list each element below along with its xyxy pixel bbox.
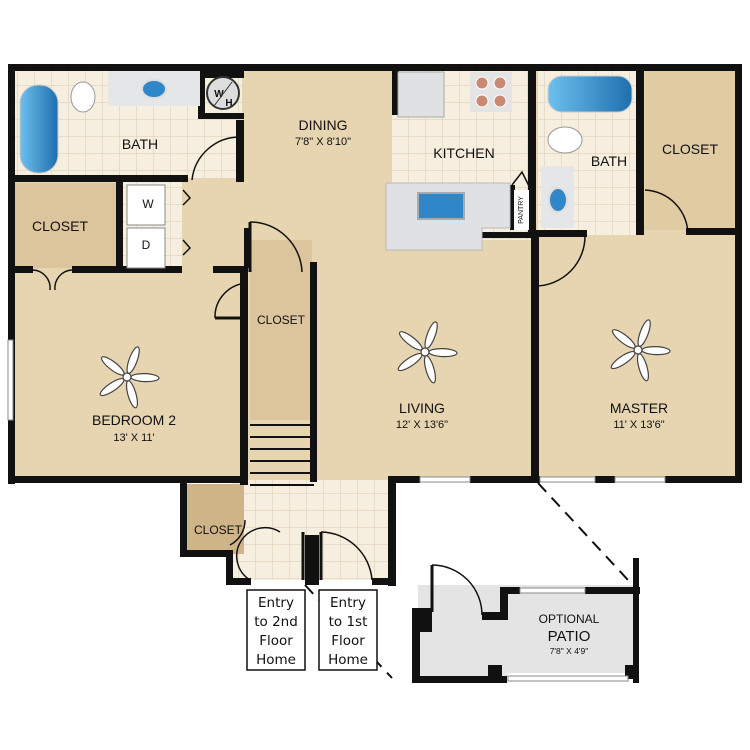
washer-label: W xyxy=(142,197,154,211)
patio-label: PATIO xyxy=(548,628,591,645)
water-heater xyxy=(206,76,240,110)
entry-text: Floor xyxy=(331,633,365,649)
closet-hall-label: CLOSET xyxy=(257,313,306,327)
master-size: 11' X 13'6" xyxy=(613,419,664,431)
bedroom2-label: BEDROOM 2 xyxy=(92,412,176,428)
living-label: LIVING xyxy=(399,400,445,416)
ceiling-fan-icon xyxy=(610,319,671,382)
washer xyxy=(126,184,166,226)
entry-text: Home xyxy=(256,652,296,668)
ceiling-fans xyxy=(99,319,671,409)
bedroom2-size: 13' X 11' xyxy=(113,432,154,444)
dining-size: 7'8" X 8'10" xyxy=(295,136,351,148)
ceiling-fan-icon xyxy=(99,346,160,409)
kitchen-label: KITCHEN xyxy=(433,145,494,161)
patio-optional-label: OPTIONAL xyxy=(539,612,600,626)
closet-entry-floor xyxy=(184,484,244,554)
closet-left-floor xyxy=(12,183,117,268)
master-label: MASTER xyxy=(610,400,668,416)
bathtub-right xyxy=(547,75,633,113)
entry-2nd-floor-sign: Entry to 2nd Floor Home xyxy=(246,589,306,671)
dryer-label: D xyxy=(142,238,151,252)
bath-right-label: BATH xyxy=(591,153,627,169)
doors xyxy=(32,133,689,616)
toilet-left xyxy=(70,81,96,113)
closet-hall-floor xyxy=(250,240,312,420)
fixtures xyxy=(19,71,633,269)
kitchen-sink xyxy=(417,192,465,220)
closet-master-floor xyxy=(645,70,738,230)
toilet-right xyxy=(547,126,583,154)
water-heater-w: W xyxy=(214,89,224,100)
entry-text: Entry xyxy=(258,595,294,611)
sink-left xyxy=(141,79,167,99)
ceiling-fan-icon xyxy=(397,321,458,384)
entry-text: Entry xyxy=(330,595,366,611)
entry-1st-floor-sign: Entry to 1st Floor Home xyxy=(318,589,378,671)
entry-text: Floor xyxy=(259,633,293,649)
sink-right xyxy=(548,187,568,213)
closet-entry-label: CLOSET xyxy=(194,523,243,537)
patio-size: 7'8" X 4'9" xyxy=(550,646,589,656)
bath-left-label: BATH xyxy=(122,136,158,152)
dining-label: DINING xyxy=(299,117,348,133)
stove xyxy=(470,72,512,112)
windows xyxy=(7,339,666,682)
dryer xyxy=(126,227,166,269)
entry-text: Home xyxy=(328,652,368,668)
entry-text: to 2nd xyxy=(254,614,298,630)
water-heater-h: H xyxy=(225,98,232,109)
closet-left-label: CLOSET xyxy=(32,218,88,234)
living-size: 12' X 13'6" xyxy=(396,419,448,431)
pantry-label: PANTRY xyxy=(518,196,525,224)
bathtub-left xyxy=(19,84,59,174)
fridge xyxy=(397,71,445,118)
closet-master-label: CLOSET xyxy=(662,141,718,157)
entry-text: to 1st xyxy=(329,614,368,630)
walls xyxy=(8,64,742,683)
stairs xyxy=(250,424,314,486)
